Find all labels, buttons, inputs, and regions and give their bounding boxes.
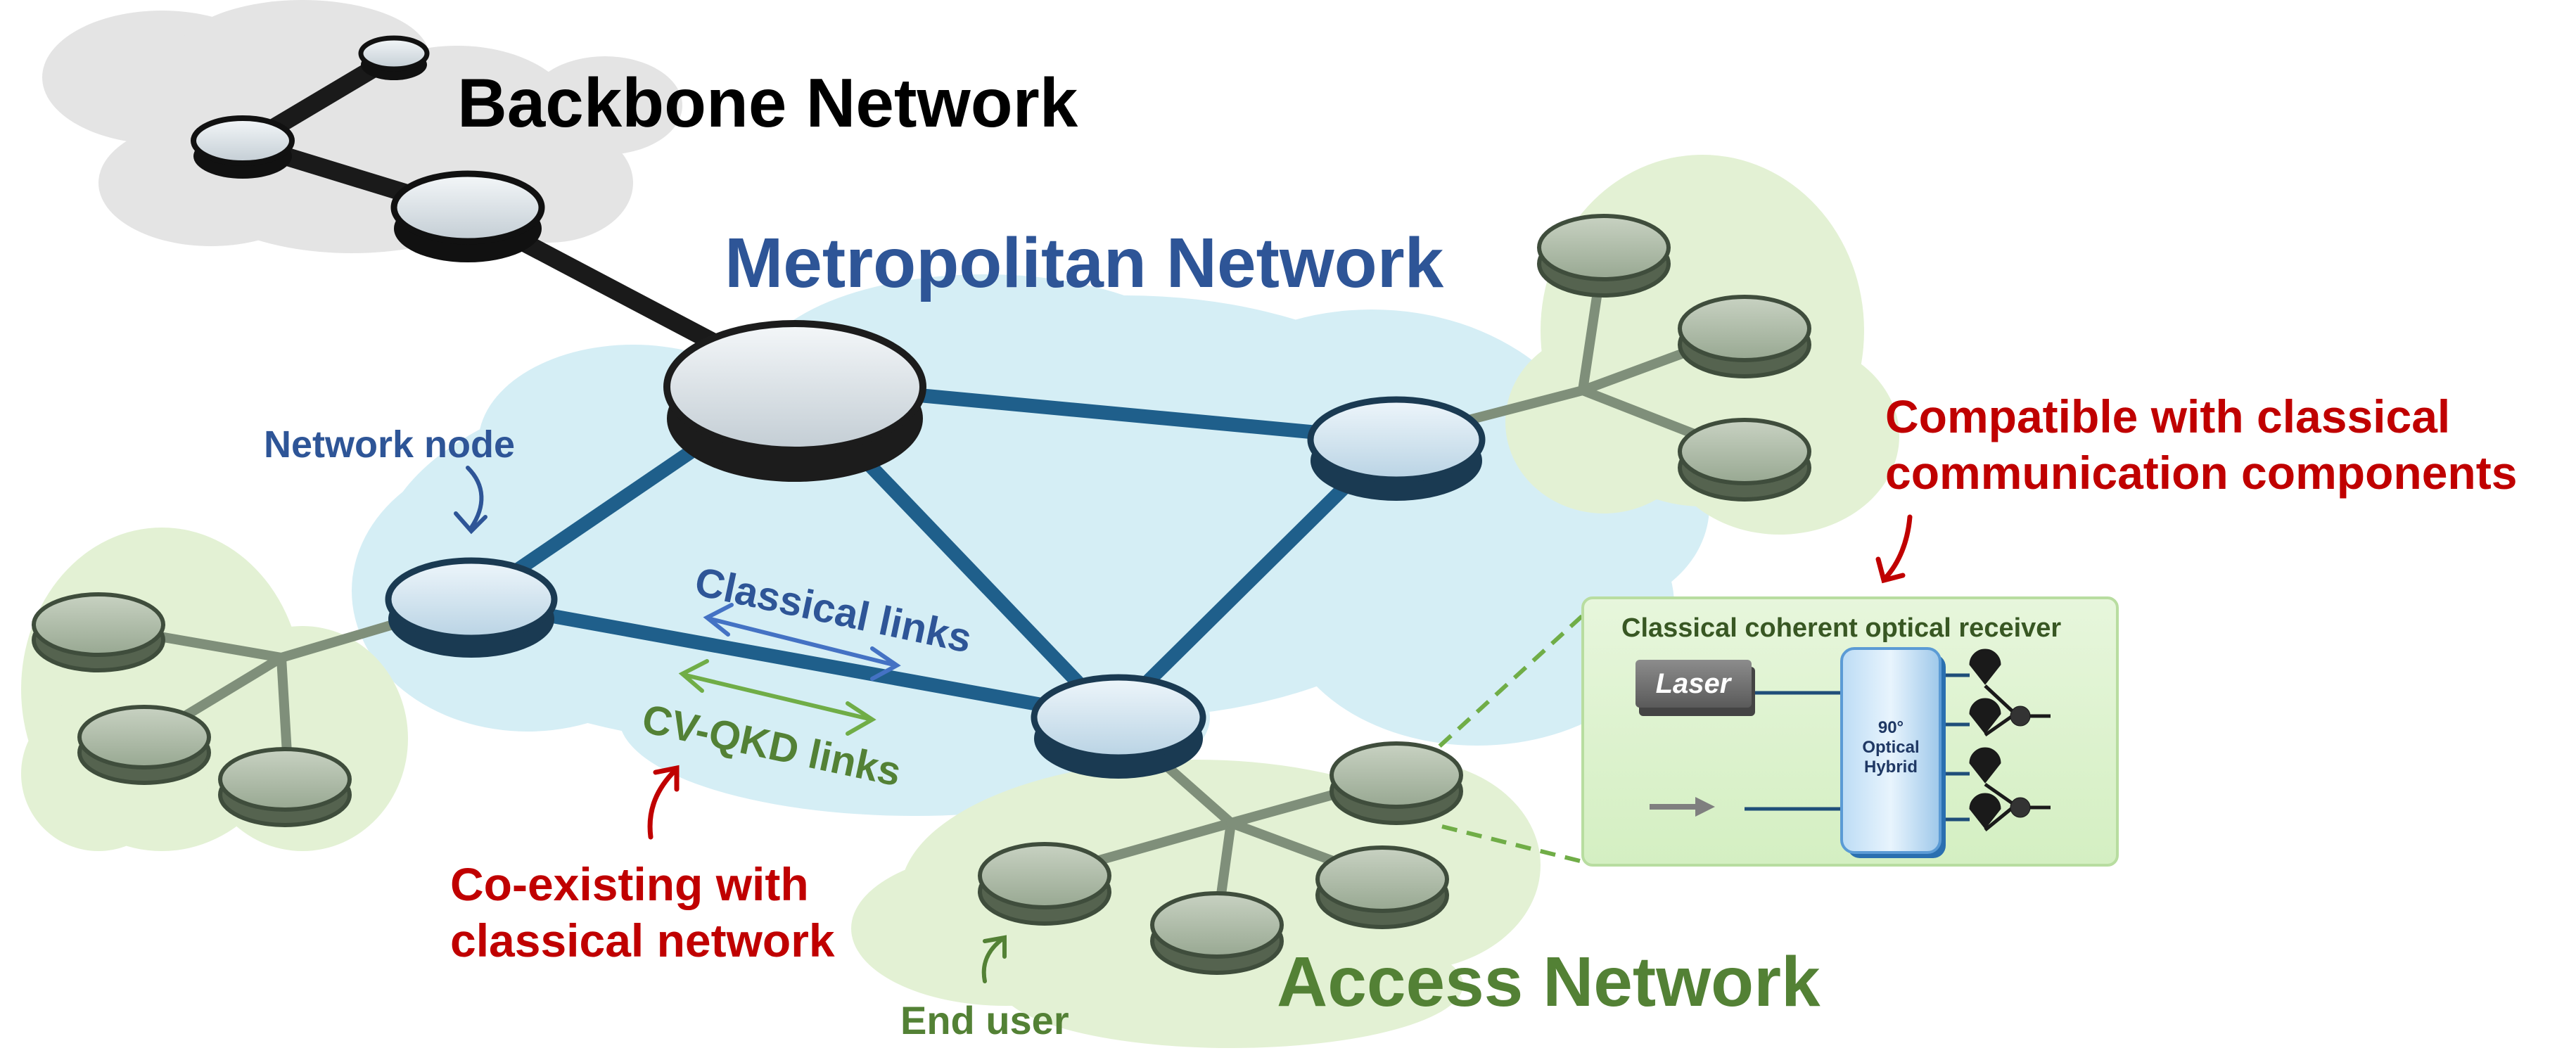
- hybrid-label-line2: Optical: [1862, 738, 1919, 757]
- access-node: [32, 592, 165, 672]
- laser-label: Laser: [1656, 668, 1733, 699]
- hybrid-label-line3: Hybrid: [1864, 758, 1918, 777]
- photodetectors: [1969, 649, 2051, 831]
- metro-node-bottom: [1031, 674, 1206, 779]
- access-node: [77, 705, 211, 785]
- metro-node-right: [1307, 396, 1486, 501]
- backbone-node-medium: [191, 115, 295, 179]
- access-node: [1150, 891, 1284, 975]
- hybrid-label-line1: 90°: [1878, 718, 1904, 737]
- access-node: [1678, 418, 1811, 502]
- compat-pointer-arrow: [1882, 514, 1913, 581]
- laser-box: [1635, 660, 1755, 716]
- cvqkd-links-arrow: [678, 659, 876, 736]
- compat-label-line1: Compatible with classical: [1885, 390, 2450, 442]
- access-node: [1330, 741, 1463, 825]
- access-title: Access Network: [1277, 943, 1821, 1021]
- access-node: [218, 747, 352, 827]
- network-node-pointer-arrow: [466, 466, 484, 530]
- metro-hub-node: [663, 320, 926, 482]
- access-node: [1315, 845, 1449, 929]
- optical-hybrid: [1840, 647, 1946, 858]
- receiver-panel: [1581, 596, 2119, 867]
- receiver-title: Classical coherent optical receiver: [1621, 613, 2061, 643]
- access-node: [1537, 214, 1671, 298]
- network-node: [385, 557, 558, 658]
- coexist-label-line1: Co-existing with: [450, 858, 809, 910]
- zoom-line-top: [1419, 613, 1585, 765]
- backbone-cloud: [42, 0, 682, 253]
- backbone-node-small: [358, 35, 430, 80]
- access-nodes: [32, 214, 1811, 975]
- end-user-label: End user: [900, 998, 1069, 1042]
- coexist-pointer-head: [653, 765, 680, 792]
- backbone-node-large: [390, 170, 545, 262]
- compat-label-line2: communication components: [1885, 447, 2517, 499]
- backbone-title: Backbone Network: [457, 64, 1078, 141]
- metro-title: Metropolitan Network: [725, 224, 1444, 302]
- end-user-node: [978, 842, 1111, 926]
- end-user-pointer-head: [983, 935, 1007, 959]
- coexist-label-line2: classical network: [450, 914, 835, 966]
- access-node: [1678, 295, 1811, 378]
- receiver-lines: [1745, 673, 1970, 822]
- classical-links-arrow: [703, 603, 901, 681]
- end-user-pointer-arrow: [981, 937, 1005, 983]
- network-node-label: Network node: [264, 423, 515, 466]
- network-node-pointer-head: [454, 511, 487, 535]
- signal-input-arrow: [1650, 797, 1715, 817]
- compat-pointer-head: [1875, 556, 1906, 584]
- coexist-pointer-arrow: [647, 767, 678, 840]
